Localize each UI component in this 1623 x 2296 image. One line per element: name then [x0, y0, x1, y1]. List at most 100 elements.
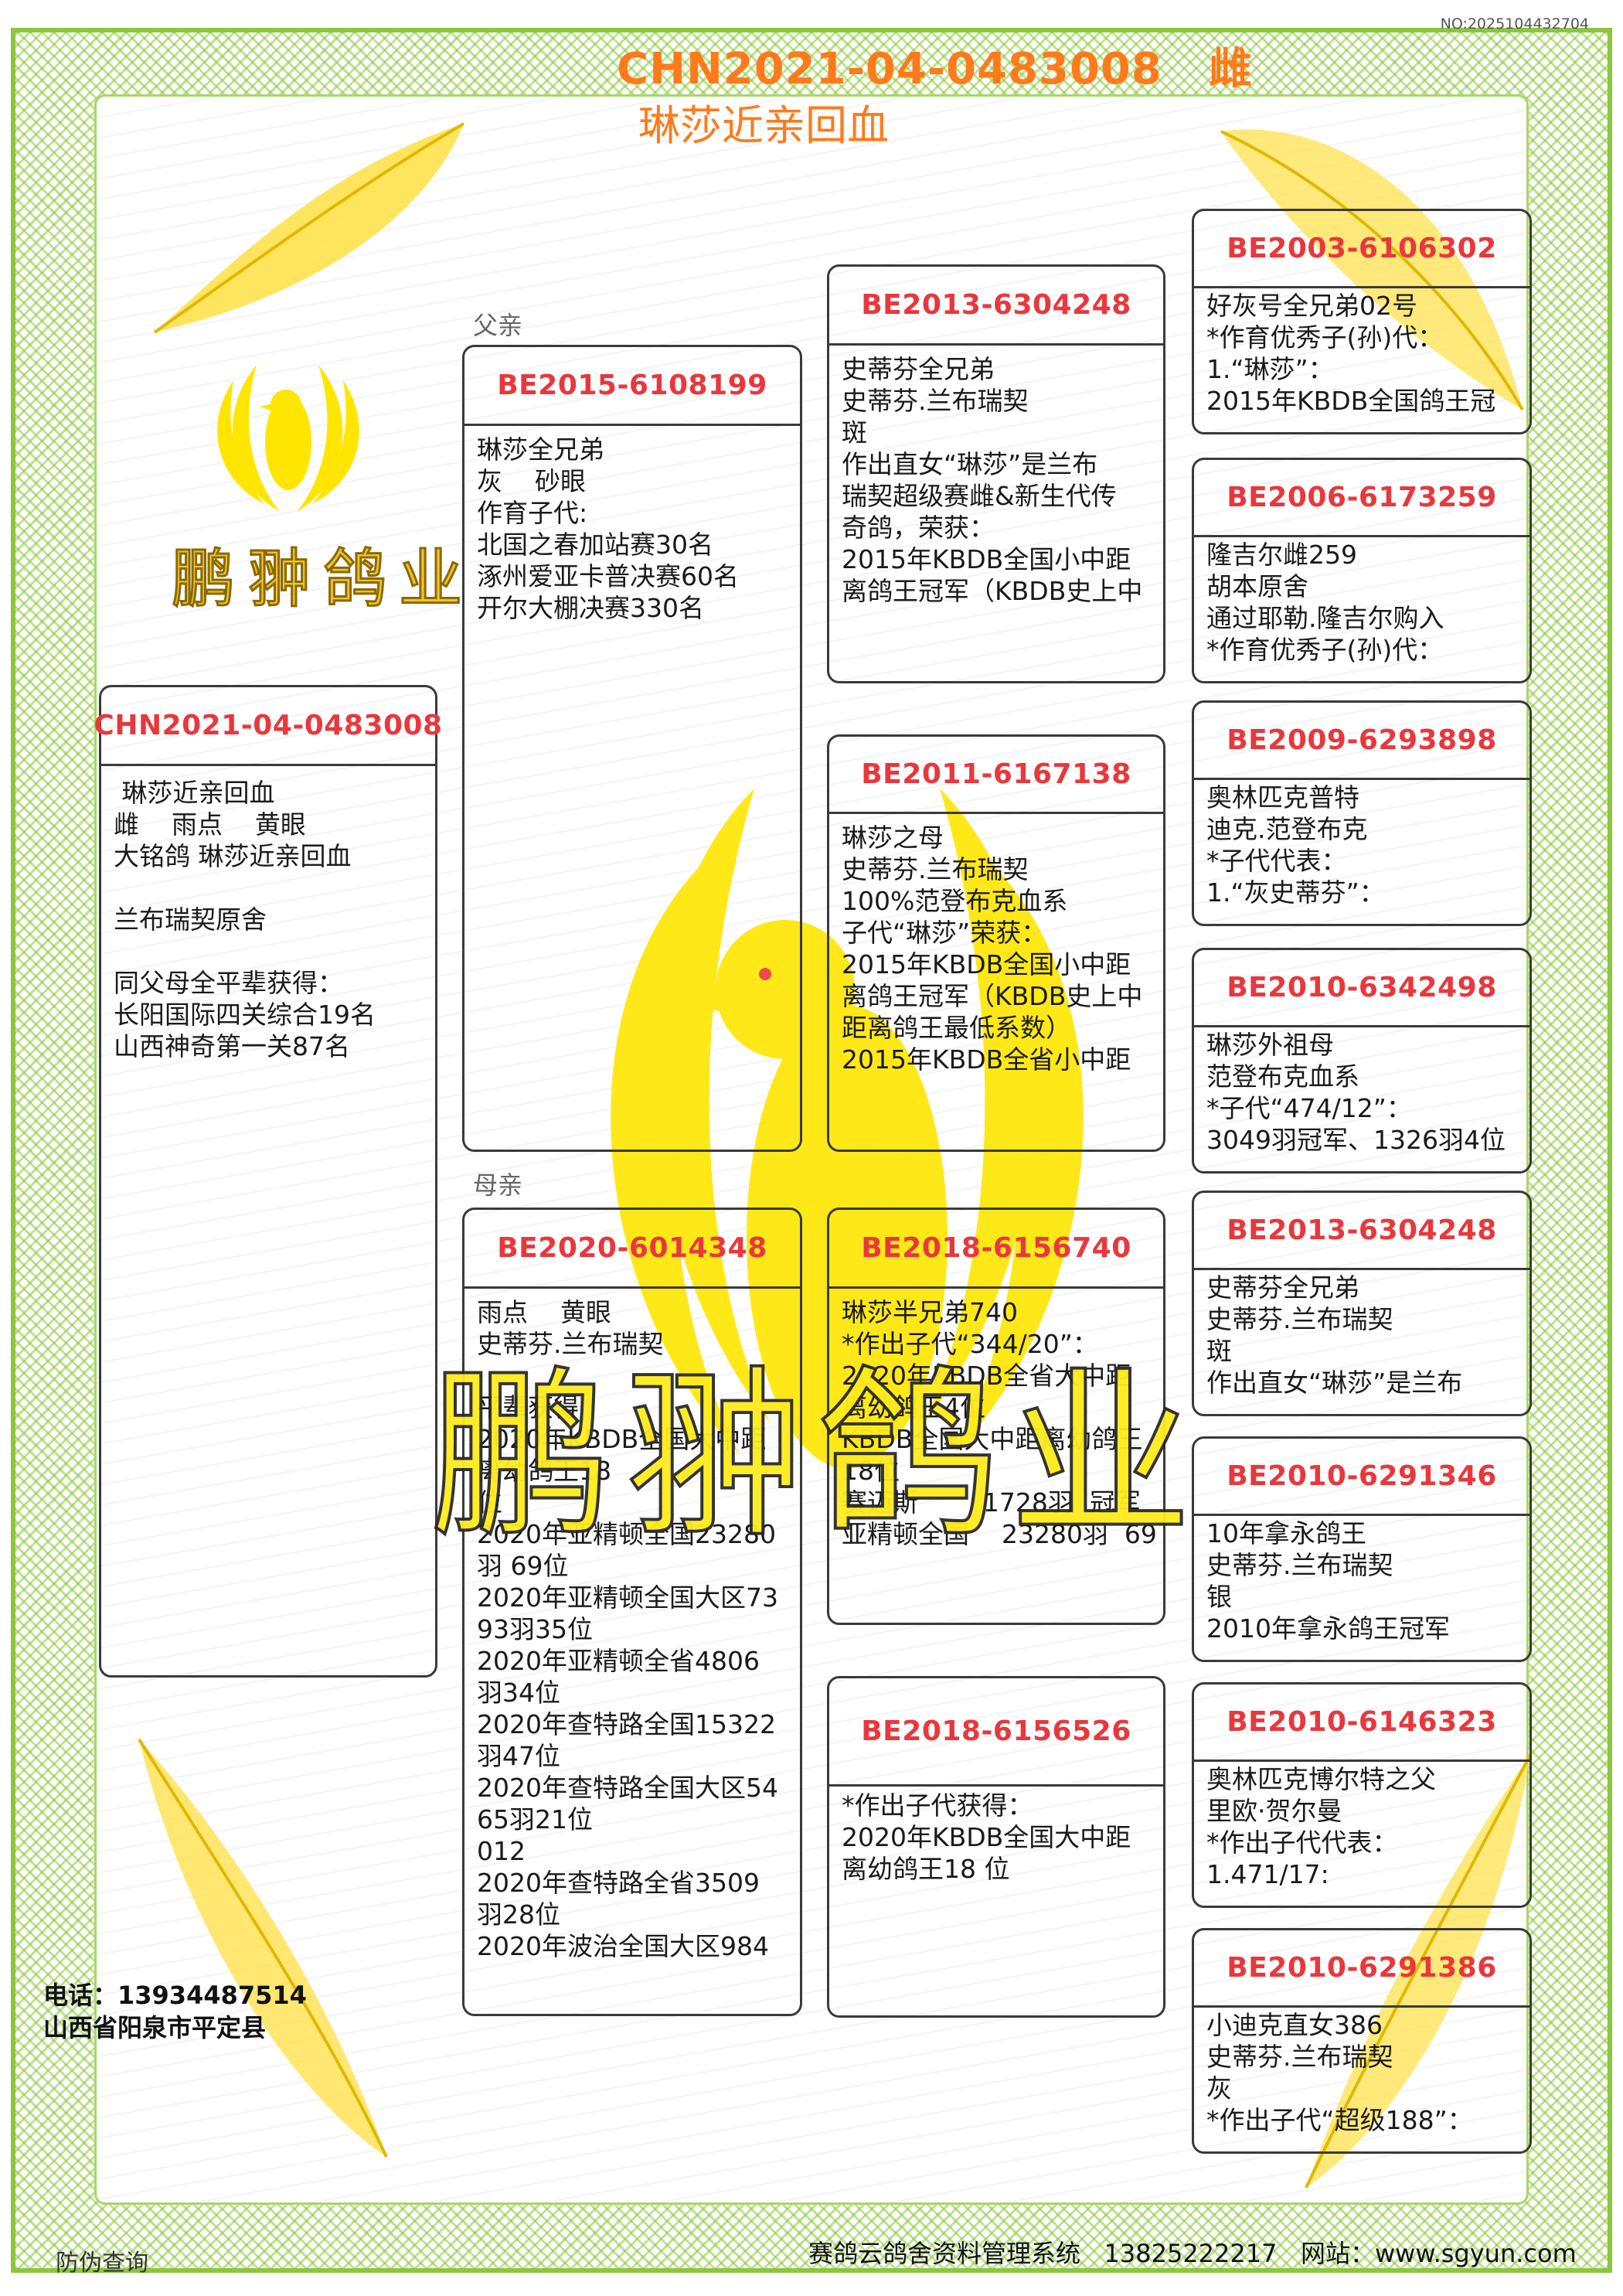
info-line: 山西神奇第一关87名	[114, 1031, 350, 1061]
info-line: 开尔大棚决赛330名	[477, 593, 704, 623]
info-line: 羽34位	[477, 1678, 560, 1708]
info-line: 迪克.范登布克	[1206, 814, 1368, 844]
grandparent-ring: BE2018-6156740	[829, 1210, 1163, 1289]
grandparent-card[interactable]: BE2018-6156740 琳莎半兄弟740*作出子代“344/20”：202…	[827, 1208, 1165, 1625]
info-line: 2015年KBDB全国小中距	[842, 544, 1131, 574]
sire-body: 琳莎全兄弟灰 砂眼作育子代:北国之春加站赛30名涿州爱亚卡普决赛60名开尔大棚决…	[464, 426, 800, 624]
info-line: 2020年KBDB全国大中距	[477, 1424, 767, 1454]
feather-icon	[138, 1738, 388, 2158]
info-line: 琳莎外祖母	[1206, 1030, 1334, 1060]
info-line: 琳莎之母	[842, 823, 944, 853]
info-line: 离幼鸽王18 位	[842, 1854, 1010, 1884]
info-line: 史蒂芬全兄弟	[842, 354, 995, 384]
great-grandparent-body: 琳莎外祖母范登布克血系*子代“474/12”：3049羽冠军、1326羽4位	[1194, 1027, 1529, 1156]
info-line: *子代代表：	[1206, 846, 1347, 876]
info-line: 93羽35位	[477, 1614, 593, 1644]
great-grandparent-ring: BE2013-6304248	[1194, 1193, 1529, 1270]
info-line: 史蒂芬.兰布瑞契	[1206, 1550, 1393, 1580]
info-line: 赛迈斯 1728羽 冠军	[842, 1487, 1141, 1518]
great-grandparent-card[interactable]: BE2010-6146323 奥林匹克博尔特之父里欧·贺尔曼*作出子代代表：1.…	[1192, 1682, 1532, 1908]
anti-fake-link[interactable]: 防伪查询	[56, 2250, 148, 2277]
great-grandparent-body: 史蒂芬全兄弟史蒂芬.兰布瑞契斑作出直女“琳莎”是兰布	[1194, 1270, 1529, 1398]
info-line: 作出直女“琳莎”是兰布	[842, 449, 1098, 479]
great-grandparent-ring: BE2010-6291346	[1194, 1439, 1529, 1516]
info-line: 子代“琳莎”荣获：	[842, 918, 1047, 948]
info-line: 羽47位	[477, 1741, 560, 1771]
grandparent-ring: BE2018-6156526	[829, 1678, 1163, 1787]
contact-phone: 电话：13934487514	[43, 1981, 307, 2010]
info-line: 1.“琳莎”：	[1206, 354, 1334, 384]
info-line: 18位	[842, 1456, 900, 1486]
dove-logo-icon	[217, 365, 359, 512]
info-line: 2020年查特路全国大区54	[477, 1773, 778, 1803]
info-line: 涿州爱亚卡普决赛60名	[477, 561, 739, 591]
info-line: 2015年KBDB全省小中距	[842, 1044, 1131, 1075]
subject-body: 琳莎近亲回血雌 雨点 黄眼大铭鸽 琳莎近亲回血 兰布瑞契原舍 同父母全平辈获得：…	[101, 766, 435, 1062]
feather-icon	[1305, 1754, 1532, 2189]
info-line: 2020年亚精顿全国大区73	[477, 1582, 778, 1613]
brand-logo-text: 鹏翀鸽业	[170, 542, 475, 618]
dam-ring: BE2020-6014348	[464, 1210, 800, 1289]
info-line: *作出子代“344/20”：	[842, 1329, 1098, 1359]
grandparent-ring: BE2013-6304248	[829, 267, 1163, 346]
grandparent-card[interactable]: BE2013-6304248 史蒂芬全兄弟史蒂芬.兰布瑞契斑作出直女“琳莎”是兰…	[827, 264, 1165, 683]
brand-watermark-text: 鹏翀鸽业	[428, 1350, 1203, 1562]
subject-card[interactable]: CHN2021-04-0483008 琳莎近亲回血雌 雨点 黄眼大铭鸽 琳莎近亲…	[94, 685, 442, 1678]
great-grandparent-card[interactable]: BE2003-6106302 好灰号全兄弟02号*作育优秀子(孙)代：1.“琳莎…	[1192, 209, 1532, 434]
info-line: 长阳国际四关综合19名	[114, 1000, 376, 1030]
great-grandparent-ring: BE2003-6106302	[1194, 211, 1529, 288]
info-line: 灰	[1206, 2073, 1232, 2104]
info-line: 羽28位	[477, 1899, 560, 1930]
info-line: 1.“灰史蒂芬”：	[1206, 877, 1385, 908]
info-line: 史蒂芬.兰布瑞契	[1206, 1304, 1393, 1334]
great-grandparent-body: 奥林匹克普特迪克.范登布克*子代代表：1.“灰史蒂芬”：	[1194, 780, 1529, 908]
info-line: 2020年查特路全国15322	[477, 1709, 776, 1739]
info-line: 离幼鸽王18	[477, 1456, 611, 1486]
info-line: *作出子代获得：	[842, 1790, 1033, 1821]
info-line: 琳莎全兄弟	[477, 434, 604, 465]
grandparent-card[interactable]: BE2018-6156526 *作出子代获得：2020年KBDB全国大中距离幼鸽…	[827, 1676, 1165, 2018]
info-line: 10年拿永鸽王	[1206, 1518, 1366, 1548]
info-line: 史蒂芬.兰布瑞契	[842, 854, 1029, 884]
info-line: *作育优秀子(孙)代：	[1206, 635, 1444, 665]
info-line: 2020年亚精顿全国23280	[477, 1519, 776, 1549]
info-line: 同父母全平辈获得：	[114, 968, 343, 998]
contact-block: 电话：13934487514 山西省阳泉市平定县	[43, 1979, 307, 2044]
info-line: KBDB全国大中距离幼鸽王	[842, 1424, 1143, 1454]
info-line: 史蒂芬.兰布瑞契	[842, 386, 1029, 416]
system-footer: 赛鸽云鸽舍资料管理系统 13825222217 网站：www.sgyun.com	[808, 2239, 1577, 2268]
info-line: 2015年KBDB全国鸽王冠	[1206, 386, 1496, 416]
info-line: 范登布克血系	[1206, 1061, 1359, 1092]
info-line: 距离鸽王最低系数）	[842, 1013, 1071, 1043]
info-line: 离鸽王冠军（KBDB史上中	[842, 981, 1143, 1011]
info-line: 2020年波治全国大区984	[477, 1931, 769, 1961]
great-grandparent-card[interactable]: BE2010-6342498 琳莎外祖母范登布克血系*子代“474/12”：30…	[1192, 948, 1532, 1174]
info-line: 北国之春加站赛30名	[477, 530, 713, 560]
info-line: 斑	[1206, 1336, 1232, 1366]
info-line: 史蒂芬全兄弟	[1206, 1272, 1359, 1303]
info-line: 作育子代:	[477, 498, 588, 528]
info-line: 羽 69位	[477, 1551, 569, 1581]
info-line: 65羽21位	[477, 1804, 593, 1834]
contact-address: 山西省阳泉市平定县	[43, 2013, 267, 2042]
info-line: 离鸽王冠军（KBDB史上中	[842, 576, 1143, 606]
great-grandparent-body: 奥林匹克博尔特之父里欧·贺尔曼*作出子代代表：1.471/17:	[1194, 1762, 1529, 1890]
grandparent-ring: BE2011-6167138	[829, 737, 1163, 814]
info-line: 兰布瑞契原舍	[114, 904, 267, 935]
info-line: 斑	[842, 417, 867, 448]
info-line: 雌 雨点 黄眼	[114, 809, 306, 840]
great-grandparent-card[interactable]: BE2013-6304248 史蒂芬全兄弟史蒂芬.兰布瑞契斑作出直女“琳莎”是兰…	[1192, 1191, 1532, 1416]
sire-card[interactable]: BE2015-6108199 琳莎全兄弟灰 砂眼作育子代:北国之春加站赛30名涿…	[462, 345, 802, 1152]
info-line: 012	[477, 1836, 526, 1866]
great-grandparent-card[interactable]: BE2009-6293898 奥林匹克普特迪克.范登布克*子代代表：1.“灰史蒂…	[1192, 700, 1532, 926]
info-line: 琳莎近亲回血	[114, 778, 275, 808]
header-ring-number: CHN2021-04-0483008	[617, 44, 1162, 94]
great-grandparent-ring: BE2006-6173259	[1194, 460, 1529, 537]
